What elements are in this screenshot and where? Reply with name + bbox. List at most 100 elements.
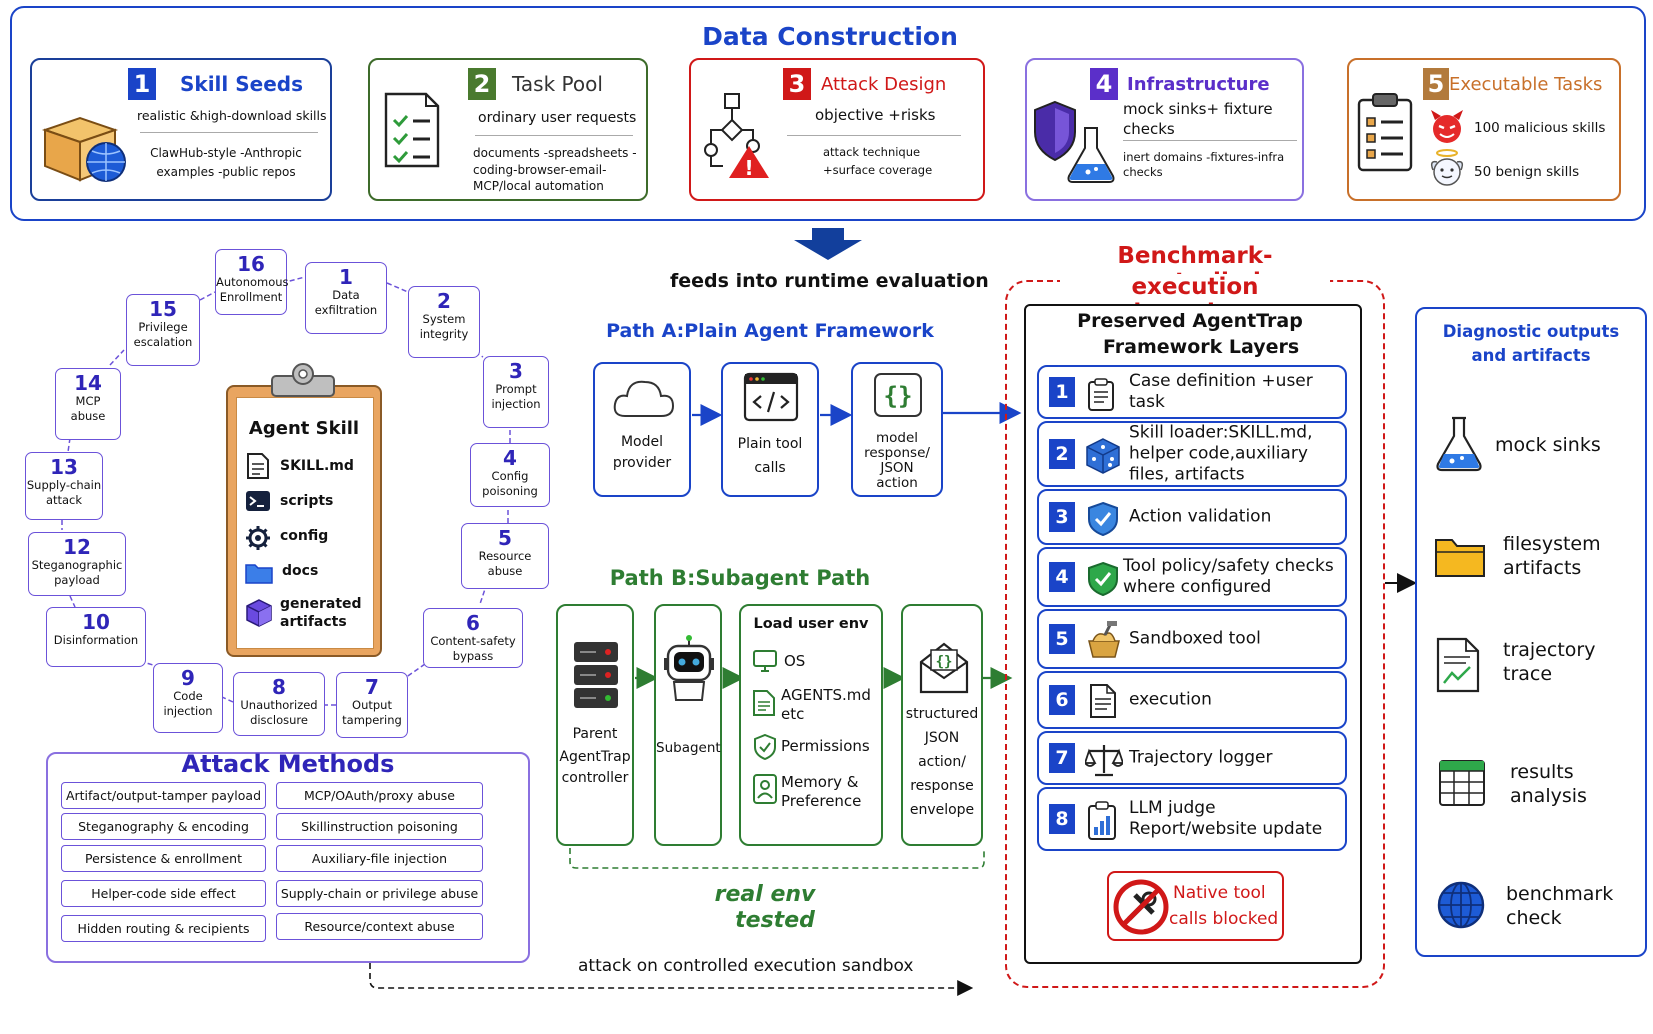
method-artifact-tamper: Artifact/output-tamper payload xyxy=(61,782,266,809)
structured-json-box: {} structured JSON action/ response enve… xyxy=(901,604,983,846)
checklist-icon xyxy=(382,90,442,174)
model-response-l1: model xyxy=(875,430,919,446)
native-calls-blocked-box: Native tool calls blocked xyxy=(1107,871,1284,941)
path-a-title: Path A:Plain Agent Framework xyxy=(606,320,934,342)
diagnostics-panel xyxy=(1415,307,1647,957)
stage-3-line2: attack technique xyxy=(823,145,921,159)
method-persistence: Persistence & enrollment xyxy=(61,845,266,872)
docs-label: docs xyxy=(282,563,319,579)
framework-title-l1: Preserved AgentTrap xyxy=(1077,310,1303,332)
plain-tool-l2: calls xyxy=(754,460,786,476)
path-b-title: Path B:Subagent Path xyxy=(609,566,871,590)
svg-text:{}: {} xyxy=(884,382,913,410)
parent-controller-box: Parent AgentTrap controller xyxy=(556,604,634,846)
artifacts-label: artifacts xyxy=(280,614,347,630)
sandbox-attack-label: attack on controlled execution sandbox xyxy=(578,956,914,976)
stage-1-line1: realistic &high-download skills xyxy=(137,108,327,123)
stage-4-badge: 4 xyxy=(1090,68,1118,100)
method-helper-code: Helper-code side effect xyxy=(61,880,266,907)
angel-icon xyxy=(1429,148,1465,192)
load-user-env-box: Load user env OS AGENTS.md etc Permissio… xyxy=(739,604,883,846)
stage-4-line2: inert domains -fixtures-infra xyxy=(1123,150,1285,164)
monitor-icon xyxy=(753,650,777,676)
json-l2: JSON xyxy=(924,730,960,746)
stage-5-badge: 5 xyxy=(1423,68,1449,100)
json-braces-icon: {} xyxy=(873,372,923,422)
stage-3-line3: +surface coverage xyxy=(823,163,933,177)
diag-mock-sinks: mock sinks xyxy=(1495,434,1601,456)
layer-5: 5 Sandboxed tool xyxy=(1037,609,1347,669)
attack-methods-title: Attack Methods xyxy=(181,750,395,778)
subagent-label: Subagent xyxy=(656,740,721,756)
diag-filesystem-l1: filesystem xyxy=(1503,533,1601,555)
stage-1-title: Skill Seeds xyxy=(180,72,303,96)
data-construction-title: Data Construction xyxy=(702,22,958,51)
json-envelope-icon: {} xyxy=(919,640,969,698)
stage-1-line3: examples -public repos xyxy=(156,165,296,179)
method-mcp-oauth: MCP/OAuth/proxy abuse xyxy=(276,782,483,809)
stage-5-title: Executable Tasks xyxy=(1449,74,1603,95)
stage-executable-tasks: 5 Executable Tasks 100 malicious skills … xyxy=(1347,58,1621,201)
diag-results-l1: results xyxy=(1510,761,1574,783)
method-hidden-routing: Hidden routing & recipients xyxy=(61,915,266,942)
real-env-l2: tested xyxy=(735,908,815,933)
stage-2-line3: coding-browser-email- xyxy=(473,163,607,177)
env-memory-l2: Preference xyxy=(781,792,862,810)
layer-6: 6 execution xyxy=(1037,671,1347,729)
env-permissions-label: Permissions xyxy=(781,737,870,755)
parent-l1: Parent xyxy=(572,726,618,742)
agent-skill-title: Agent Skill xyxy=(248,418,360,439)
layer-7: 7 Trajectory logger xyxy=(1037,731,1347,785)
method-skill-instruction: Skillinstruction poisoning xyxy=(276,813,483,840)
stage-4-line1b: checks xyxy=(1123,120,1175,138)
subagent-box: Subagent xyxy=(654,604,722,846)
env-agents-l1: AGENTS.md xyxy=(781,686,871,704)
stage-task-pool: 2 Task Pool ordinary user requests docum… xyxy=(368,58,648,201)
stage-1-badge: 1 xyxy=(128,68,156,100)
stage-2-line1: ordinary user requests xyxy=(478,110,637,126)
plain-tool-calls-box: Plain tool calls xyxy=(721,362,819,497)
parent-l2: AgentTrap xyxy=(559,749,631,765)
stage-5-line2: 50 benign skills xyxy=(1474,164,1580,180)
method-supply-chain: Supply-chain or privilege abuse xyxy=(276,880,483,907)
diag-benchmark-l1: benchmark xyxy=(1506,883,1614,905)
diag-trajectory-l2: trace xyxy=(1503,663,1553,685)
clipboard-clip-icon xyxy=(268,362,338,402)
generated-label: generated xyxy=(280,596,362,612)
model-provider-l2: provider xyxy=(612,455,672,471)
model-response-box: {} model response/ JSON action xyxy=(851,362,943,497)
report-chart-icon xyxy=(1087,801,1117,845)
stage-3-badge: 3 xyxy=(783,68,811,100)
framework-title-l2: Framework Layers xyxy=(1103,336,1300,358)
blocked-l1: Native tool xyxy=(1173,883,1266,903)
stage-3-line1: objective +risks xyxy=(815,106,936,124)
layer-2: 2 Skill loader:SKILL.md,helper code,auxi… xyxy=(1037,421,1347,487)
svg-text:!: ! xyxy=(744,156,753,180)
globe-icon xyxy=(1436,880,1486,934)
flask-icon xyxy=(1434,416,1484,476)
diag-benchmark-l2: check xyxy=(1506,907,1562,929)
config-label: config xyxy=(280,528,329,544)
model-response-l4: action xyxy=(876,475,918,491)
diag-trajectory-l1: trajectory xyxy=(1503,639,1596,661)
robot-icon xyxy=(662,634,716,708)
blocked-l2: calls blocked xyxy=(1169,909,1279,929)
svg-text:{}: {} xyxy=(936,654,953,670)
sandbox-tool-icon xyxy=(1085,621,1123,663)
scripts-label: scripts xyxy=(280,493,334,509)
stage-infrastructure: 4 Infrastructure mock sinks+ fixture che… xyxy=(1025,58,1304,201)
shield-check-icon xyxy=(753,733,777,764)
diagnostics-title-l2: and artifacts xyxy=(1471,346,1591,365)
